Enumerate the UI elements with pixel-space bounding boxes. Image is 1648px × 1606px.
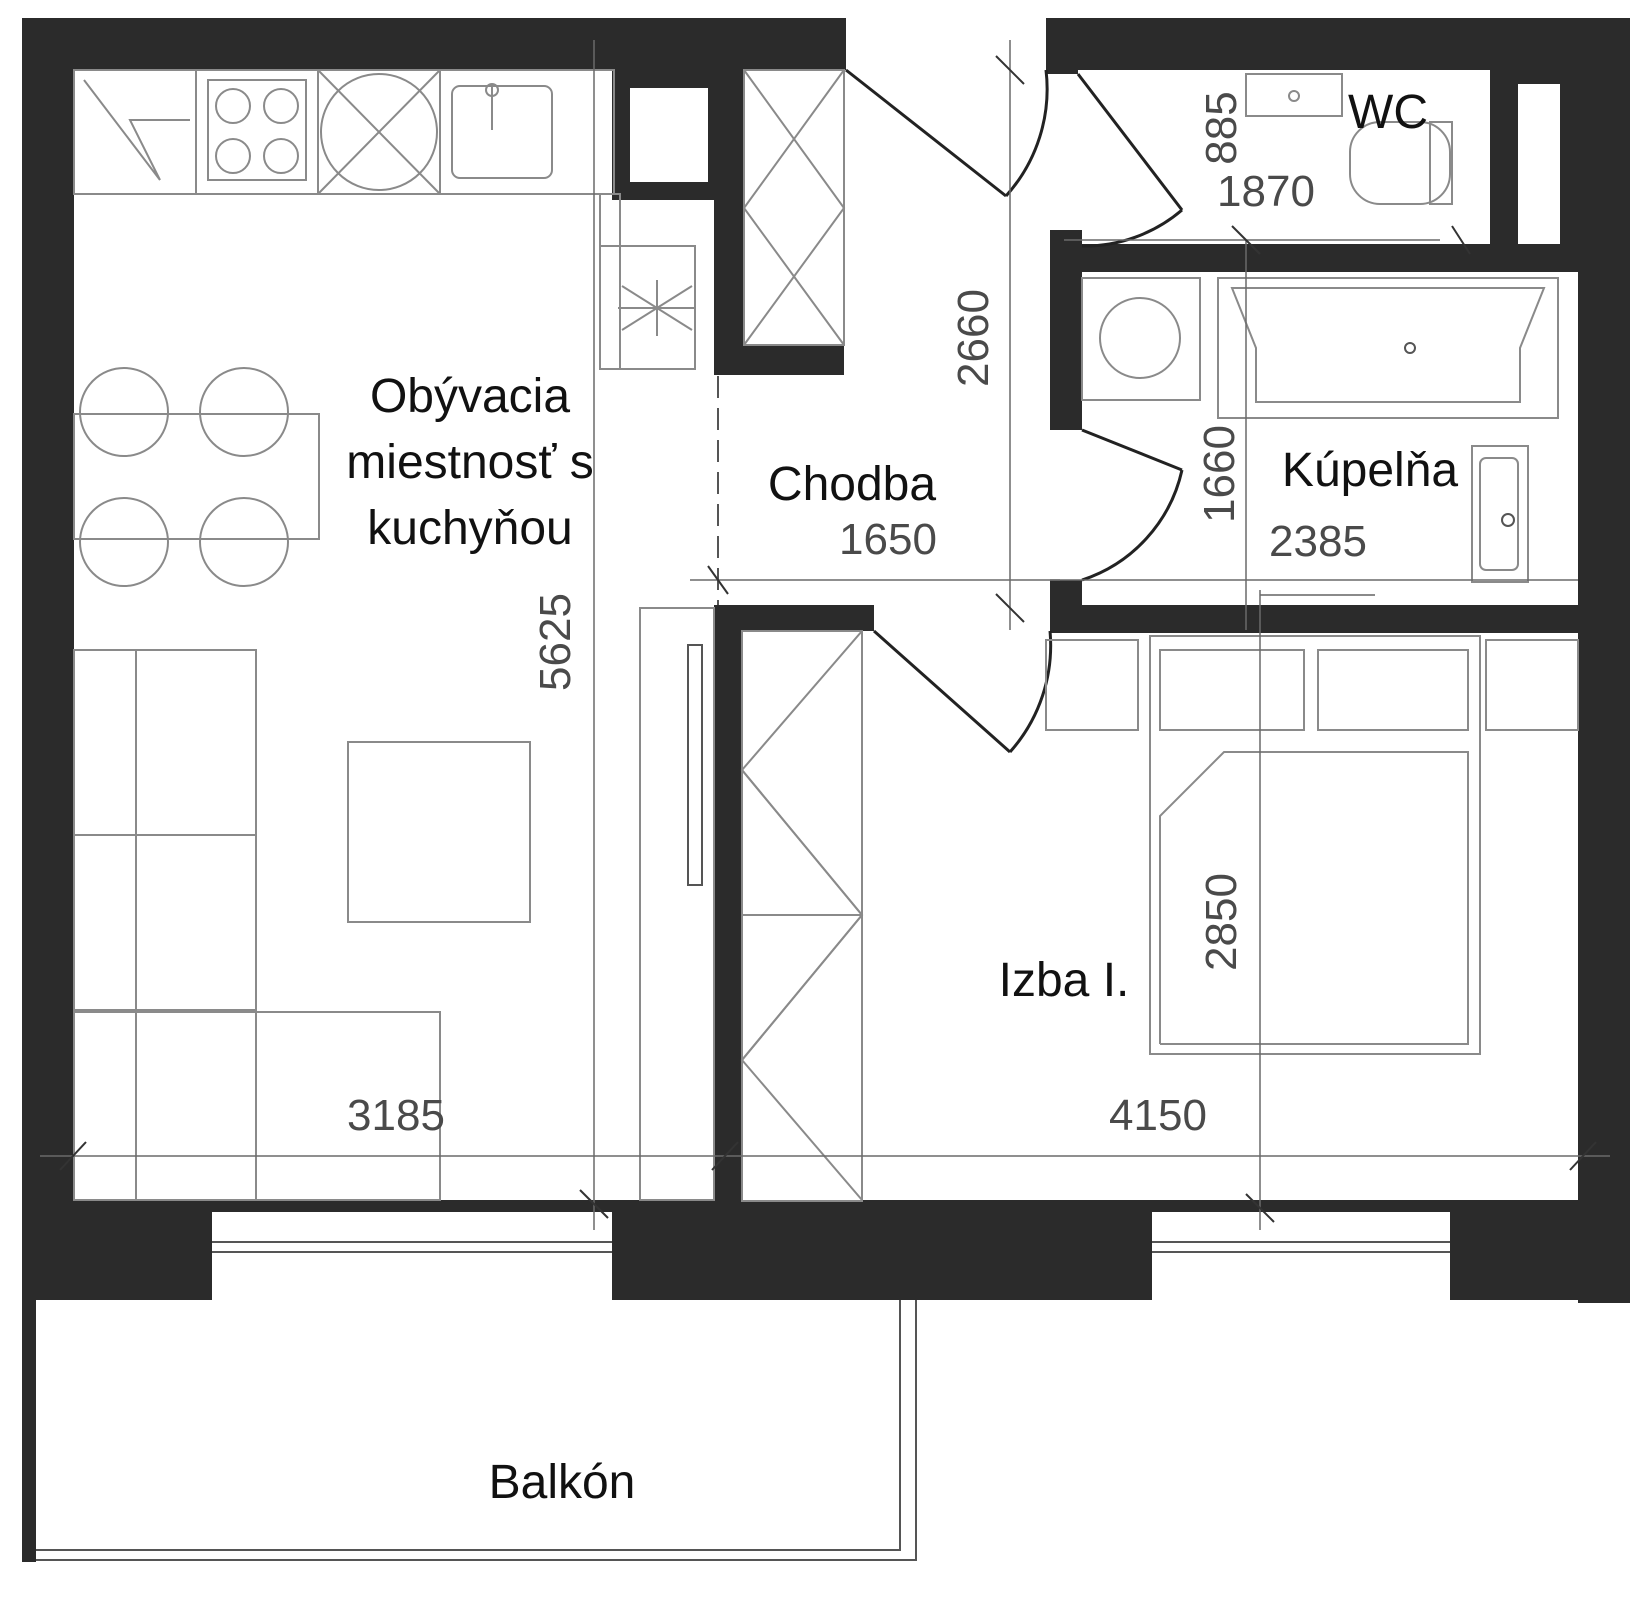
- fridge-icon: [83, 79, 190, 181]
- bathroom-sink-icon: [1471, 445, 1529, 583]
- dimension-lines: [40, 40, 1610, 1230]
- living-room-width: 3185: [347, 1091, 445, 1140]
- sink-icon: [451, 83, 553, 179]
- bathroom-width: 2385: [1269, 517, 1367, 566]
- living-room-label-line2: miestnosť s: [346, 436, 593, 489]
- balcony: [22, 1241, 1450, 1562]
- hall-width: 1650: [839, 515, 937, 564]
- hall-label: Chodba: [768, 458, 936, 511]
- bedroom-depth: 2850: [1197, 873, 1246, 971]
- walls: [22, 18, 1630, 1303]
- tv-cabinet: [639, 607, 715, 1201]
- bedroom-wardrobe-icon: [740, 630, 864, 1202]
- hall-depth: 2660: [949, 289, 998, 387]
- wc-label: WC: [1348, 86, 1428, 139]
- bathroom-label: Kúpelňa: [1282, 444, 1458, 497]
- balcony-label: Balkón: [489, 1456, 636, 1509]
- stove-icon: [207, 79, 307, 181]
- bedroom-label: Izba I.: [999, 954, 1130, 1007]
- dishwasher-icon: [317, 69, 441, 195]
- living-room-label-line3: kuchyňou: [367, 502, 572, 555]
- wc-width: 1870: [1217, 167, 1315, 216]
- sofa-icon: [73, 649, 531, 1201]
- kitchen-counter: [73, 69, 696, 370]
- oven-icon: [618, 280, 696, 336]
- wc-depth: 885: [1197, 91, 1246, 164]
- living-room-label-line1: Obývacia: [370, 370, 570, 423]
- dining-table-icon: [73, 367, 320, 587]
- toilet-icon: [1245, 73, 1453, 205]
- room-labels: Obývacia miestnosť s kuchyňou Chodba 165…: [346, 86, 1458, 1509]
- doors: [717, 68, 1184, 754]
- bed-icon: [1045, 635, 1579, 1055]
- bathroom-depth: 1660: [1195, 425, 1244, 523]
- washing-machine-icon: [1081, 277, 1201, 401]
- bathtub-icon: [1217, 277, 1559, 419]
- bedroom-width: 4150: [1109, 1091, 1207, 1140]
- wardrobe-icon: [742, 69, 846, 346]
- coffee-table-icon: [347, 741, 531, 923]
- living-room-depth: 5625: [531, 593, 580, 691]
